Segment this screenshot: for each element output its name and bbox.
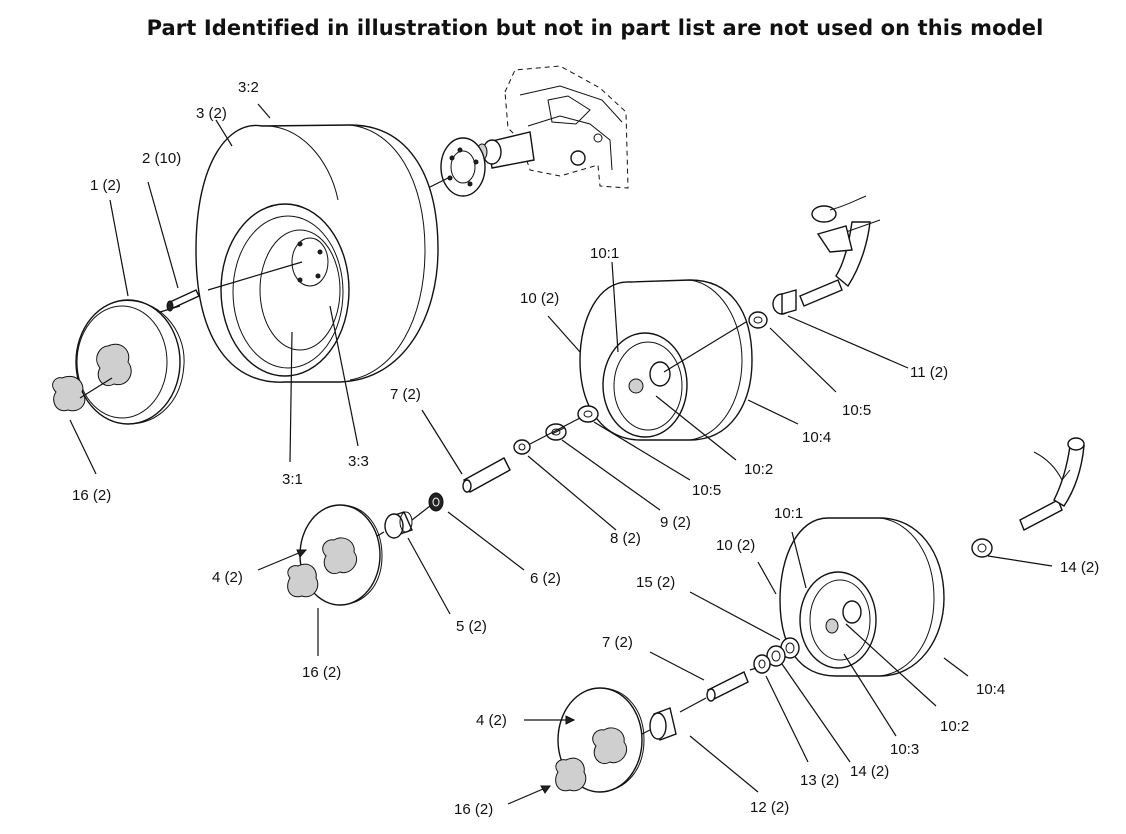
front-tire-lower [779,517,945,677]
transmission-housing [476,65,629,189]
axis-line [207,261,303,291]
callout-12: 12 (2) [750,799,789,816]
callout-3-3: 3:3 [348,453,369,470]
hub-flange [440,137,486,197]
washer-14-lower [766,645,786,667]
decal-rear [52,343,132,412]
spacer-7-lower [706,671,749,702]
callout-10-lower: 10 (2) [716,537,755,554]
decal-front-upper [287,537,358,598]
callout-3: 3 (2) [196,105,227,122]
callout-10-1-lower: 10:1 [774,505,803,522]
bearing-6 [428,492,444,512]
callout-10-5-lower: 10:5 [692,482,721,499]
spacer-7-upper [462,457,511,493]
callout-10-2-upper: 10:2 [744,461,773,478]
callout-3-2: 3:2 [238,79,259,96]
axis-line [79,377,113,399]
axis-line [529,417,581,445]
callout-7-lower: 7 (2) [602,634,633,651]
callout-8: 8 (2) [610,530,641,547]
callout-16-upper: 16 (2) [302,664,341,681]
leader-arrowheads [296,549,576,794]
axis-line [551,427,565,435]
leader-lines [69,103,1053,805]
axis-line [411,505,431,521]
callout-labels: 1 (2) 2 (10) 3 (2) 3:2 3:1 3:3 16 (2) 7 … [72,79,1099,818]
callout-16-lower: 16 (2) [454,801,493,818]
callout-7-upper: 7 (2) [390,386,421,403]
bearing-5 [384,511,413,539]
callout-10-upper: 10 (2) [520,290,559,307]
callout-13: 13 (2) [800,772,839,789]
washer-10-5-upper [748,311,768,329]
callout-3-1: 3:1 [282,471,303,488]
lug-bolt [166,289,200,312]
callout-14-right: 14 (2) [1060,559,1099,576]
front-tire-upper [579,279,753,441]
callout-4-upper: 4 (2) [212,569,243,586]
callout-9: 9 (2) [660,514,691,531]
callout-10-4-lower: 10:4 [976,681,1005,698]
washer-8 [513,439,531,455]
spindle-upper [799,195,881,307]
axis-line [679,697,707,713]
callout-10-1-upper: 10:1 [590,245,619,262]
hubcap-rear [75,299,185,425]
callout-1: 1 (2) [90,177,121,194]
washer-13 [753,654,771,674]
callout-14-lower: 14 (2) [850,763,889,780]
callout-5: 5 (2) [456,618,487,635]
callout-10-2-lower: 10:2 [940,718,969,735]
callout-10-3: 10:3 [890,741,919,758]
callout-11: 11 (2) [910,364,948,381]
callout-15: 15 (2) [636,574,675,591]
axis-line [749,667,757,671]
axis-line [663,321,747,373]
diagram-title: Part Identified in illustration but not … [146,16,1044,40]
rear-tire [195,124,439,383]
washer-14-right [971,538,993,558]
callout-16-rear: 16 (2) [72,487,111,504]
decal-front-lower [555,727,628,792]
spindle-lower [1019,437,1085,531]
bushing-11 [772,289,797,315]
bearing-12 [649,707,677,741]
callout-6: 6 (2) [530,570,561,587]
callout-4-lower: 4 (2) [476,712,507,729]
washer-10-5-lower [577,405,599,423]
callout-10-4-upper: 10:4 [802,429,831,446]
callout-2: 2 (10) [142,150,181,167]
callout-10-5-upper: 10:5 [842,402,871,419]
